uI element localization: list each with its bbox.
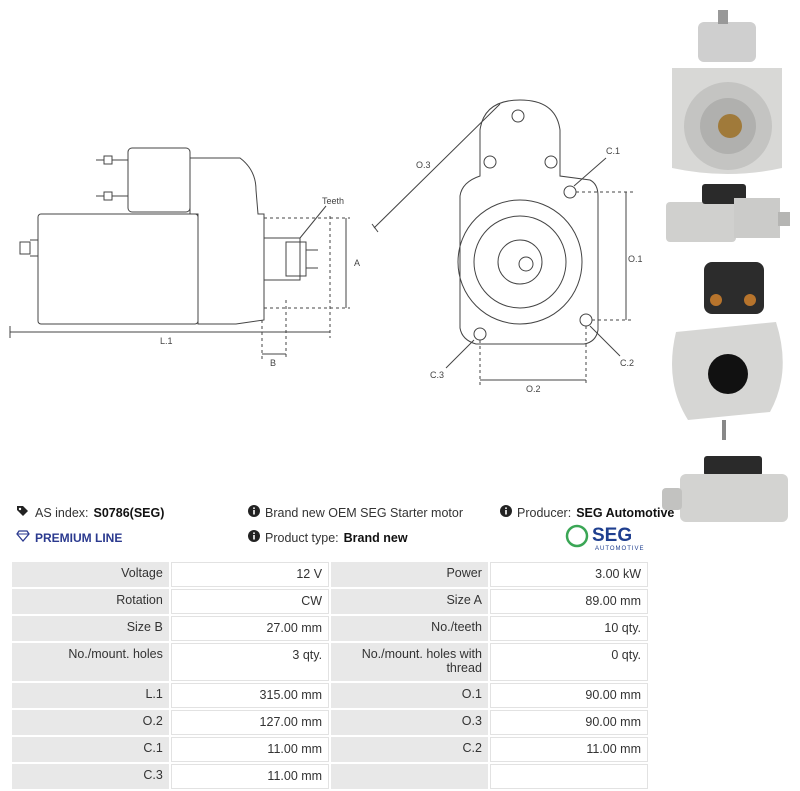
- spec-label: Voltage: [12, 562, 169, 587]
- spec-value: 3.00 kW: [489, 562, 648, 587]
- label-l1: L.1: [160, 336, 173, 346]
- product-photos: [652, 0, 800, 540]
- diamond-icon: [16, 530, 30, 545]
- photo-angle: [662, 456, 788, 522]
- spec-label: O.2: [12, 710, 169, 735]
- solenoid-body: [127, 147, 191, 213]
- spec-value: 12 V: [170, 562, 330, 587]
- spec-label: Rotation: [12, 589, 169, 614]
- spec-value: 315.00 mm: [170, 683, 330, 708]
- spec-label: No./teeth: [331, 616, 488, 641]
- spec-value: [489, 764, 648, 789]
- producer: Producer: SEG Automotive: [500, 505, 674, 520]
- photo-side: [666, 184, 790, 242]
- spec-label: O.3: [331, 710, 488, 735]
- spec-value: 3 qty.: [170, 643, 330, 681]
- product-type-value: Brand new: [343, 530, 408, 545]
- technical-drawing: Teeth A L.1 B O.3 C.1 O.1 C.2 C.3 O.2: [9, 99, 643, 394]
- label-a: A: [354, 258, 360, 268]
- info-icon: [500, 505, 512, 520]
- label-teeth: Teeth: [322, 196, 344, 206]
- spec-label: C.1: [12, 737, 169, 762]
- label-c1: C.1: [606, 146, 620, 156]
- spec-label: [331, 764, 488, 789]
- spec-label: C.3: [12, 764, 169, 789]
- as-index: AS index: S0786(SEG): [16, 505, 164, 520]
- premium-line-badge: PREMIUM LINE: [16, 530, 122, 545]
- label-o2: O.2: [526, 384, 541, 394]
- spec-value: 127.00 mm: [170, 710, 330, 735]
- spec-value: 89.00 mm: [489, 589, 648, 614]
- spec-label: O.1: [331, 683, 488, 708]
- spec-label: Size B: [12, 616, 169, 641]
- as-index-value: S0786(SEG): [93, 505, 165, 520]
- spec-value: 27.00 mm: [170, 616, 330, 641]
- label-c3: C.3: [430, 370, 444, 380]
- producer-value: SEG Automotive: [576, 505, 675, 520]
- seg-logo: SEG AUTOMOTIVE: [565, 524, 645, 552]
- info-icon: [248, 530, 260, 545]
- product-info: AS index: S0786(SEG) Brand new OEM SEG S…: [12, 505, 674, 555]
- svg-text:AUTOMOTIVE: AUTOMOTIVE: [595, 546, 645, 552]
- flange-outline: [459, 99, 599, 345]
- description: Brand new OEM SEG Starter motor: [248, 505, 463, 520]
- spec-label: No./mount. holes with thread: [331, 643, 488, 681]
- spec-value: 11.00 mm: [489, 737, 648, 762]
- product-type: Product type: Brand new: [248, 530, 408, 545]
- svg-text:SEG: SEG: [592, 525, 632, 546]
- photo-front: [672, 10, 782, 174]
- photo-rear: [672, 262, 783, 440]
- spec-value: 11.00 mm: [170, 737, 330, 762]
- label-o3: O.3: [416, 160, 431, 170]
- spec-value: 90.00 mm: [489, 683, 648, 708]
- spec-label: No./mount. holes: [12, 643, 169, 681]
- hole-c2: [579, 313, 593, 327]
- spec-value: 0 qty.: [489, 643, 648, 681]
- spec-value: 90.00 mm: [489, 710, 648, 735]
- spec-label: Size A: [331, 589, 488, 614]
- spec-value: CW: [170, 589, 330, 614]
- tag-icon: [16, 505, 30, 520]
- motor-body: [37, 213, 199, 325]
- drive-housing: [189, 157, 265, 325]
- label-b: B: [270, 358, 276, 368]
- spec-value: 11.00 mm: [170, 764, 330, 789]
- spec-label: L.1: [12, 683, 169, 708]
- label-o1: O.1: [628, 254, 643, 264]
- pinion: [263, 237, 301, 281]
- hole-c3: [473, 327, 487, 341]
- spec-label: C.2: [331, 737, 488, 762]
- drawing-svg: Teeth A L.1 B O.3 C.1 O.1 C.2 C.3 O.2: [9, 99, 643, 394]
- hole-c1: [563, 185, 577, 199]
- spec-label: Power: [331, 562, 488, 587]
- spec-value: 10 qty.: [489, 616, 648, 641]
- info-icon: [248, 505, 260, 520]
- label-c2: C.2: [620, 358, 634, 368]
- flange-circle: [457, 199, 583, 325]
